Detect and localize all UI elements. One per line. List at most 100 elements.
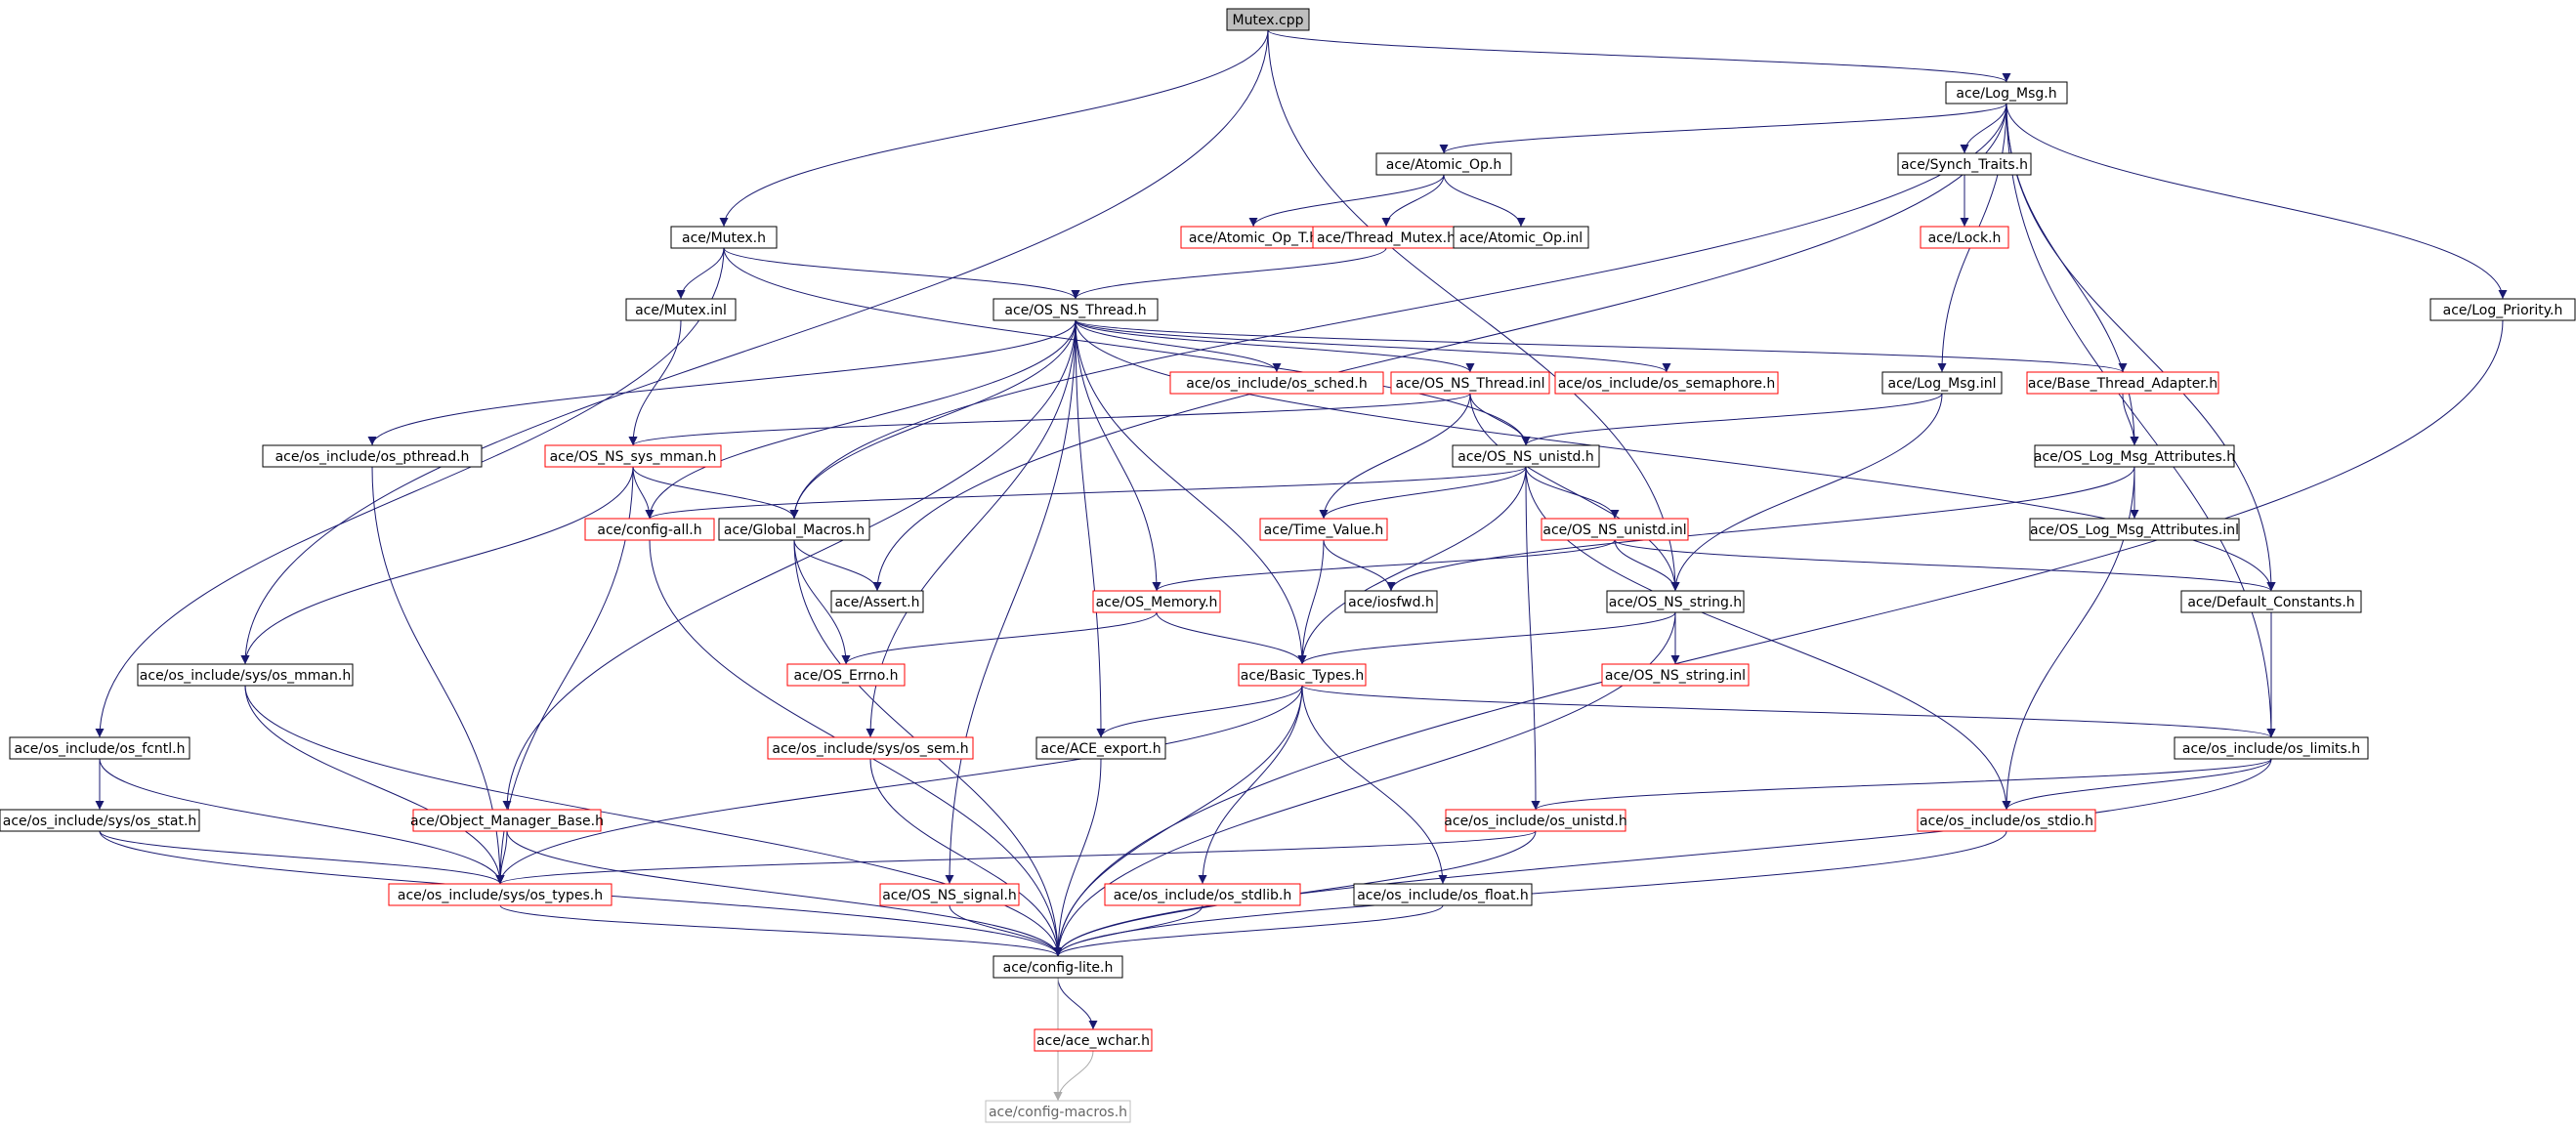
edge-os_ns_thread_h-to-os_pthread_h bbox=[367, 319, 1077, 446]
node-thread-mutex-h[interactable]: ace/Thread_Mutex.h bbox=[1312, 226, 1460, 249]
node-box bbox=[1092, 590, 1221, 613]
node-object-manager-base-h[interactable]: ace/Object_Manager_Base.h bbox=[410, 809, 604, 832]
node-os-ns-string-h[interactable]: ace/OS_NS_string.h bbox=[1606, 590, 1745, 613]
node-mutex-h[interactable]: ace/Mutex.h bbox=[670, 226, 778, 249]
edge-log_msg_h-to-global_macros_h bbox=[789, 103, 2007, 520]
node-os-ns-thread-inl[interactable]: ace/OS_NS_Thread.inl bbox=[1390, 371, 1550, 395]
node-log-msg-inl[interactable]: ace/Log_Msg.inl bbox=[1881, 371, 2003, 395]
edge-object_manager_base_h-to-config_lite_h bbox=[506, 830, 1063, 957]
node-time-value-h[interactable]: ace/Time_Value.h bbox=[1259, 518, 1388, 541]
node-synch-traits-h[interactable]: ace/Synch_Traits.h bbox=[1897, 152, 2032, 176]
node-os-ns-thread-h[interactable]: ace/OS_NS_Thread.h bbox=[992, 298, 1159, 321]
edge-os_ns_sys_mman_h-to-global_macros_h bbox=[632, 466, 799, 520]
node-box bbox=[0, 809, 200, 832]
node-sys-os-sem-h[interactable]: ace/os_include/sys/os_sem.h bbox=[767, 736, 974, 760]
edge-mutex_h-to-mutex_inl bbox=[676, 247, 725, 300]
node-box bbox=[2180, 590, 2362, 613]
edge-mutex_cpp-to-os_ns_string_h bbox=[1267, 29, 1680, 592]
node-lock-h[interactable]: ace/Lock.h bbox=[1920, 226, 2009, 249]
node-label: ace/os_include/os_sched.h bbox=[1186, 376, 1367, 392]
node-config-lite-h[interactable]: ace/config-lite.h bbox=[992, 955, 1123, 979]
node-os-semaphore-h[interactable]: ace/os_include/os_semaphore.h bbox=[1554, 371, 1779, 395]
node-label: ace/os_include/os_pthread.h bbox=[275, 449, 470, 465]
node-label: ace/Assert.h bbox=[835, 595, 920, 610]
node-box bbox=[2174, 736, 2369, 760]
node-os-log-msg-attributes-h[interactable]: ace/OS_Log_Msg_Attributes.h bbox=[2034, 444, 2235, 468]
node-box bbox=[1445, 809, 1626, 832]
node-ace-wchar-h[interactable]: ace/ace_wchar.h bbox=[1034, 1028, 1153, 1052]
node-atomic-op-t-h[interactable]: ace/Atomic_Op_T.h bbox=[1180, 226, 1327, 249]
node-basic-types-h[interactable]: ace/Basic_Types.h bbox=[1238, 663, 1367, 687]
node-sys-os-mman-h[interactable]: ace/os_include/sys/os_mman.h bbox=[137, 663, 354, 687]
node-label: ace/Base_Thread_Adapter.h bbox=[2028, 376, 2217, 392]
edge-os_ns_sys_mman_h-to-sys_os_mman_h bbox=[240, 466, 634, 665]
edge-log_msg_h-to-default_constants_h bbox=[2006, 103, 2276, 592]
node-label: ace/os_include/os_limits.h bbox=[2182, 741, 2360, 757]
node-os-ns-sys-mman-h[interactable]: ace/OS_NS_sys_mman.h bbox=[544, 444, 722, 468]
node-config-macros-h[interactable]: ace/config-macros.h bbox=[985, 1100, 1131, 1123]
edge-os_ns_thread_h-to-os_sched_h bbox=[1075, 319, 1282, 373]
node-sys-os-stat-h[interactable]: ace/os_include/sys/os_stat.h bbox=[0, 809, 200, 832]
node-log-priority-h[interactable]: ace/Log_Priority.h bbox=[2429, 298, 2576, 321]
node-os-float-h[interactable]: ace/os_include/os_float.h bbox=[1353, 883, 1533, 906]
node-os-sched-h[interactable]: ace/os_include/os_sched.h bbox=[1169, 371, 1384, 395]
node-os-ns-unistd-inl[interactable]: ace/OS_NS_unistd.inl bbox=[1541, 518, 1689, 541]
node-os-stdlib-h[interactable]: ace/os_include/os_stdlib.h bbox=[1104, 883, 1301, 906]
node-config-all-h[interactable]: ace/config-all.h bbox=[584, 518, 715, 541]
edge-os_ns_thread_h-to-ace_export_h bbox=[1075, 319, 1106, 738]
edge-os_ns_thread_inl-to-time_value_h bbox=[1319, 393, 1471, 520]
node-base-thread-adapter-h[interactable]: ace/Base_Thread_Adapter.h bbox=[2026, 371, 2219, 395]
node-os-ns-unistd-h[interactable]: ace/OS_NS_unistd.h bbox=[1452, 444, 1600, 468]
edge-os_ns_thread_h-to-os_semaphore_h bbox=[1075, 319, 1671, 373]
node-sys-os-types-h[interactable]: ace/os_include/sys/os_types.h bbox=[388, 883, 612, 906]
node-log-msg-h[interactable]: ace/Log_Msg.h bbox=[1945, 81, 2068, 105]
edge-basic_types_h-to-sys_os_types_h bbox=[495, 685, 1303, 885]
node-label: Mutex.cpp bbox=[1232, 13, 1303, 28]
node-default-constants-h[interactable]: ace/Default_Constants.h bbox=[2180, 590, 2362, 613]
edges-layer bbox=[95, 29, 2508, 1102]
edge-os_ns_unistd_inl-to-default_constants_h bbox=[1614, 539, 2276, 592]
node-os-limits-h[interactable]: ace/os_include/os_limits.h bbox=[2174, 736, 2369, 760]
node-box bbox=[1035, 736, 1166, 760]
node-label: ace/Global_Macros.h bbox=[724, 523, 865, 538]
edge-os_ns_thread_h-to-base_thread_adapter_h bbox=[1075, 319, 2128, 373]
node-os-errno-h[interactable]: ace/OS_Errno.h bbox=[786, 663, 906, 687]
edge-sys_os_mman_h-to-config_lite_h bbox=[244, 685, 1063, 957]
node-label: ace/ace_wchar.h bbox=[1036, 1033, 1150, 1049]
node-box bbox=[544, 444, 722, 468]
node-label: ace/OS_NS_string.h bbox=[1609, 595, 1742, 610]
node-atomic-op-h[interactable]: ace/Atomic_Op.h bbox=[1375, 152, 1512, 176]
node-box bbox=[670, 226, 778, 249]
node-os-stdio-h[interactable]: ace/os_include/os_stdio.h bbox=[1917, 809, 2096, 832]
node-os-pthread-h[interactable]: ace/os_include/os_pthread.h bbox=[262, 444, 483, 468]
node-label: ace/os_include/sys/os_stat.h bbox=[3, 814, 197, 829]
node-assert-h[interactable]: ace/Assert.h bbox=[830, 590, 924, 613]
node-label: ace/Atomic_Op.h bbox=[1386, 157, 1501, 173]
node-atomic-op-inl[interactable]: ace/Atomic_Op.inl bbox=[1453, 226, 1589, 249]
node-box bbox=[1920, 226, 2009, 249]
node-os-ns-signal-h[interactable]: ace/OS_NS_signal.h bbox=[879, 883, 1020, 906]
edge-os_ns_thread_inl-to-os_ns_sys_mman_h bbox=[628, 393, 1471, 446]
edge-os_ns_unistd_inl-to-os_ns_string_h bbox=[1614, 539, 1680, 592]
node-box bbox=[1375, 152, 1512, 176]
node-label: ace/OS_NS_unistd.inl bbox=[1542, 523, 1686, 538]
node-os-fcntl-h[interactable]: ace/os_include/os_fcntl.h bbox=[9, 736, 190, 760]
node-label: ace/OS_NS_string.inl bbox=[1605, 668, 1746, 684]
edge-mutex_h-to-os_fcntl_h bbox=[95, 247, 725, 738]
node-box bbox=[2026, 371, 2219, 395]
node-label: ace/OS_NS_signal.h bbox=[882, 888, 1017, 903]
node-os-ns-string-inl[interactable]: ace/OS_NS_string.inl bbox=[1601, 663, 1750, 687]
node-os-log-msg-attributes-inl[interactable]: ace/OS_Log_Msg_Attributes.inl bbox=[2029, 518, 2240, 541]
node-os-unistd-h[interactable]: ace/os_include/os_unistd.h bbox=[1444, 809, 1627, 832]
node-iosfwd-h[interactable]: ace/iosfwd.h bbox=[1344, 590, 1438, 613]
node-ace-export-h[interactable]: ace/ACE_export.h bbox=[1035, 736, 1166, 760]
edge-os_memory_h-to-os_errno_h bbox=[841, 611, 1158, 665]
edge-os_ns_string_h-to-basic_types_h bbox=[1297, 611, 1676, 665]
node-box bbox=[1453, 226, 1589, 249]
node-global-macros-h[interactable]: ace/Global_Macros.h bbox=[718, 518, 870, 541]
node-os-memory-h[interactable]: ace/OS_Memory.h bbox=[1092, 590, 1221, 613]
edge-sys_os_types_h-to-config_lite_h bbox=[499, 904, 1063, 957]
edge-os_ns_thread_h-to-default_constants_h bbox=[1075, 319, 2276, 592]
node-mutex-inl[interactable]: ace/Mutex.inl bbox=[625, 298, 737, 321]
